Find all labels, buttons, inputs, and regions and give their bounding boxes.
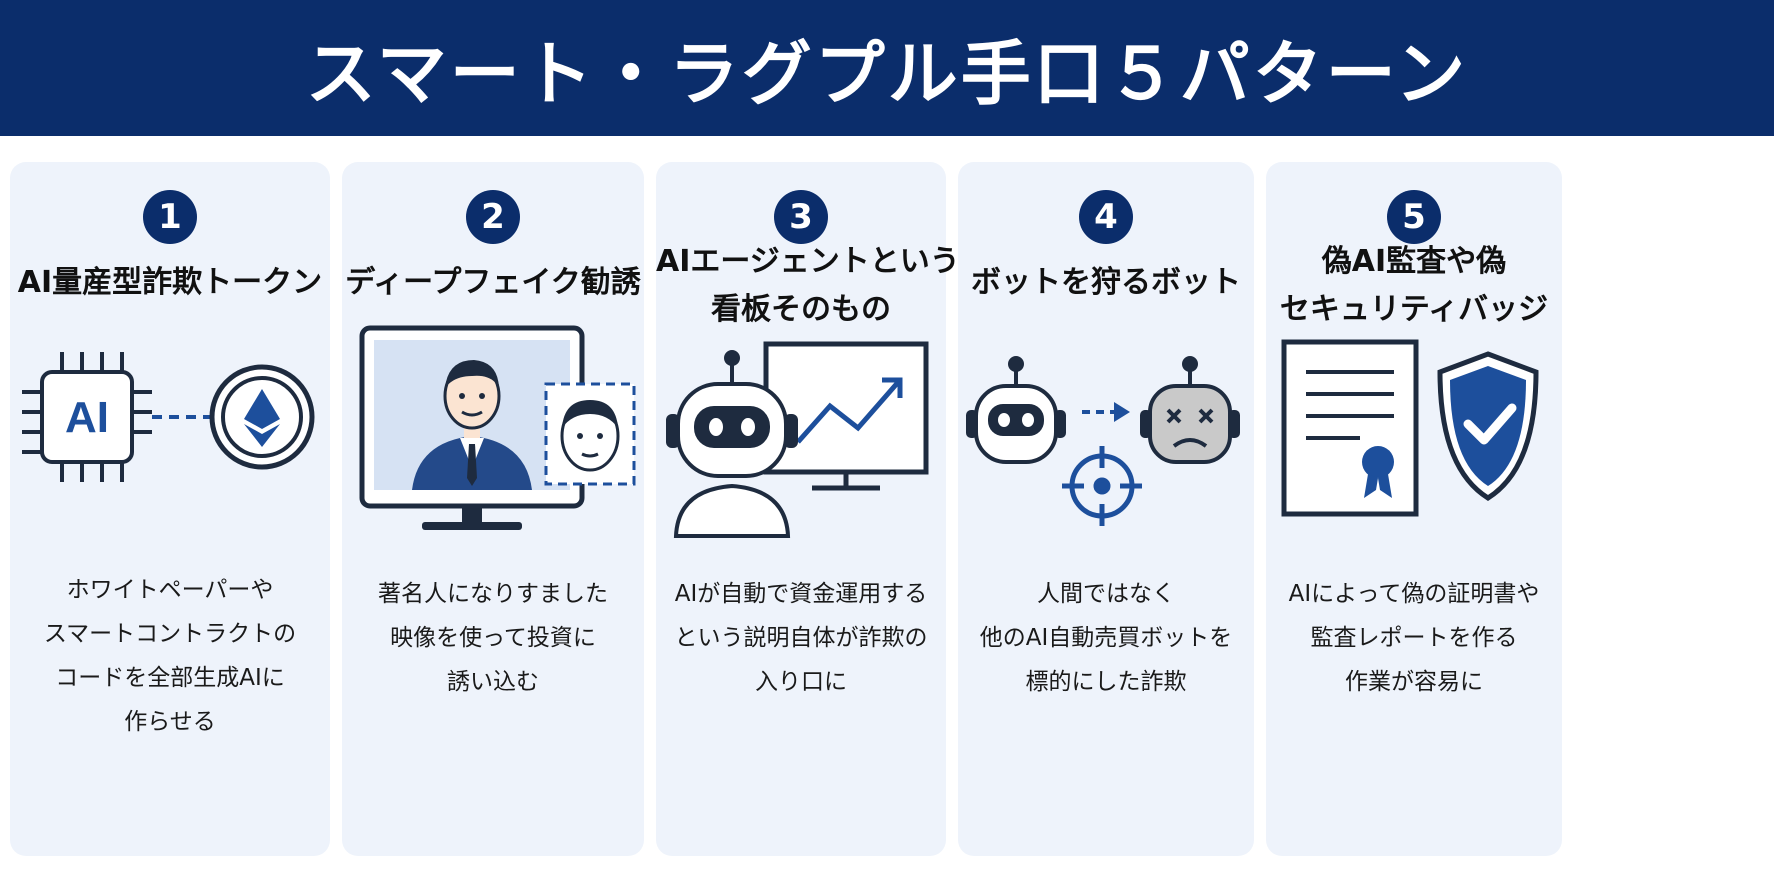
card-title-line: AIエージェントという: [656, 244, 960, 279]
number-badge: 3: [774, 190, 828, 244]
header-banner: スマート・ラグプル手口５パターン: [0, 0, 1774, 136]
pattern-card-5: 5 偽AI監査や偽 セキュリティバッジ AIによって偽の証明書や 監査レポートを…: [1266, 162, 1562, 856]
number-badge: 5: [1387, 190, 1441, 244]
desc-line: という説明自体が詐欺の: [674, 625, 928, 651]
pattern-card-3: 3 AIエージェントという 看板そのもの AIが自動で資金運用する という説明自…: [656, 162, 960, 856]
chip-icon: [22, 352, 152, 482]
card-title: ボットを狩るボット: [958, 258, 1254, 308]
card-title: AIエージェントという 看板そのもの: [656, 238, 960, 334]
crosshair-icon: [1062, 446, 1142, 526]
desc-line: コードを全部生成AIに: [55, 665, 285, 691]
pattern-card-4: 4 ボットを狩るボット: [958, 162, 1254, 856]
card-title-line: 偽AI監査や偽: [1321, 244, 1507, 279]
card-description: AIが自動で資金運用する という説明自体が詐欺の 入り口に: [656, 572, 946, 704]
card-title-line: 看板そのもの: [711, 292, 891, 327]
page-title: スマート・ラグプル手口５パターン: [305, 32, 1469, 115]
chart-board-icon: [763, 341, 929, 491]
fake-face-icon: [544, 382, 636, 486]
number-badge: 4: [1079, 190, 1133, 244]
desc-line: ホワイトペーパーや: [66, 577, 274, 603]
desc-line: AIによって偽の証明書や: [1288, 581, 1540, 607]
desc-line: 著名人になりすました: [378, 581, 608, 607]
pattern-card-1: 1 AI量産型詐欺トークン AI ホワイトペーパーや スマートコントラクトの コ…: [10, 162, 330, 856]
ai-token-illustration: AI: [22, 352, 315, 482]
desc-line: AIが自動で資金運用する: [674, 581, 928, 607]
desc-line: 作業が容易に: [1345, 669, 1483, 695]
card-title: 偽AI監査や偽 セキュリティバッジ: [1266, 238, 1562, 334]
ethereum-coin-icon: [209, 364, 315, 470]
deepfake-illustration: [359, 325, 636, 530]
card-title-line: AI量産型詐欺トークン: [17, 265, 323, 300]
bot-hunting-illustration: [966, 356, 1240, 526]
pattern-card-2: 2 ディープフェイク勧誘 著名人になりすました: [342, 162, 644, 856]
card-title-line: セキュリティバッジ: [1279, 292, 1549, 327]
shield-check-icon: [1437, 351, 1539, 501]
card-description: AIによって偽の証明書や 監査レポートを作る 作業が容易に: [1266, 572, 1562, 704]
dead-robot-icon: [1140, 356, 1240, 464]
desc-line: 映像を使って投資に: [390, 625, 596, 651]
card-description: 人間ではなく 他のAI自動売買ボットを 標的にした詐欺: [958, 572, 1254, 704]
desc-line: スマートコントラクトの: [43, 621, 297, 647]
desc-line: 標的にした詐欺: [1025, 669, 1187, 695]
desc-line: 監査レポートを作る: [1310, 625, 1518, 651]
card-title-line: ディープフェイク勧誘: [345, 265, 641, 300]
card-description: ホワイトペーパーや スマートコントラクトの コードを全部生成AIに 作らせる: [10, 568, 330, 744]
card-description: 著名人になりすました 映像を使って投資に 誘い込む: [342, 572, 644, 704]
card-title: AI量産型詐欺トークン: [10, 258, 330, 308]
desc-line: 他のAI自動売買ボットを: [979, 625, 1233, 651]
desc-line: 作らせる: [124, 709, 216, 735]
robot-icon: [666, 350, 798, 538]
number-badge: 2: [466, 190, 520, 244]
desc-line: 誘い込む: [447, 669, 539, 695]
chip-label: AI: [65, 393, 109, 442]
desc-line: 人間ではなく: [1037, 581, 1175, 607]
card-title: ディープフェイク勧誘: [342, 258, 644, 308]
card-title-line: ボットを狩るボット: [971, 265, 1241, 300]
businessman-icon: [412, 360, 532, 490]
desc-line: 入り口に: [755, 669, 847, 695]
certificate-icon: [1281, 339, 1419, 517]
fake-audit-illustration: [1281, 339, 1539, 517]
robot-icon: [966, 356, 1066, 464]
number-badge: 1: [143, 190, 197, 244]
ai-agent-illustration: [666, 341, 929, 538]
